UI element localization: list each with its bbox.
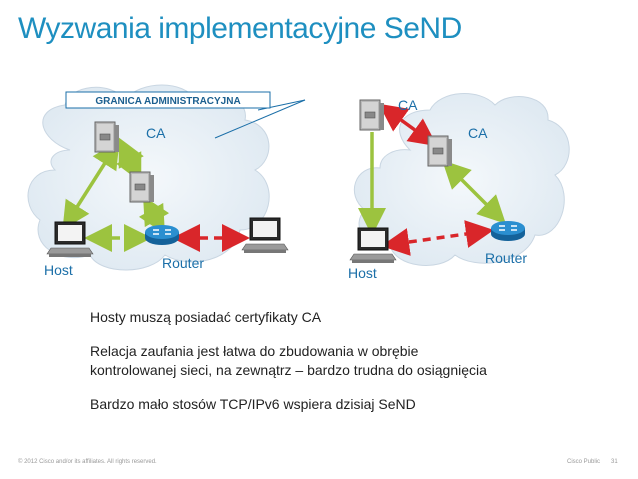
right-ca-inner-label: CA	[468, 125, 488, 141]
right-ca-ca-link	[378, 103, 438, 147]
network-diagram: GRANICA ADMINISTRACYJNA CA Router Host C…	[27, 84, 570, 281]
right-ca-router-link	[442, 160, 506, 224]
left-host-ca-link	[62, 140, 120, 230]
footer-classification: Cisco Public	[567, 459, 601, 465]
left-inner-server-icon	[129, 171, 155, 203]
boundary-pointer-line	[214, 99, 306, 139]
bullet-list: Hosty muszą posiadać certyfikaty CA Rela…	[90, 308, 487, 429]
footer-page-number: 31	[611, 459, 618, 465]
bullet-item: Relacja zaufania jest łatwa do zbudowani…	[90, 342, 487, 380]
footer-copyright: © 2012 Cisco and/or its affiliates. All …	[18, 459, 157, 465]
boundary-label-box	[65, 91, 271, 109]
left-host-label: Host	[44, 262, 73, 278]
left-router-icon	[144, 224, 180, 246]
right-router-label: Router	[485, 250, 527, 266]
left-ca-label: CA	[146, 125, 166, 141]
left-ca-server-icon	[94, 121, 120, 153]
bullet-item: Hosty muszą posiadać certyfikaty CA	[90, 308, 487, 327]
boundary-label: GRANICA ADMINISTRACYJNA	[95, 96, 240, 107]
bullet-text: Relacja zaufania jest łatwa do zbudowani…	[90, 343, 419, 359]
right-host-label: Host	[348, 265, 377, 281]
right-host-router-link	[381, 220, 494, 256]
bullet-text: Hosty muszą posiadać certyfikaty CA	[90, 309, 322, 325]
left-router-label: Router	[162, 255, 204, 271]
left-ca-ca-link	[116, 137, 144, 183]
left-ca-router-link	[138, 195, 170, 235]
bullet-item: Bardzo mało stosów TCP/IPv6 wspiera dzis…	[90, 395, 487, 414]
bullet-text-continued: kontrolowanej sieci, na zewnątrz – bardz…	[90, 362, 487, 378]
slide-title: Wyzwania implementacyjne SeND	[18, 12, 462, 45]
right-ca-top-label: CA	[398, 97, 418, 113]
bullet-text: Bardzo mało stosów TCP/IPv6 wspiera dzis…	[90, 396, 416, 412]
right-ca-inner-server-icon	[427, 135, 453, 167]
right-ca-top-server-icon	[359, 99, 385, 131]
right-router-icon	[490, 220, 526, 242]
